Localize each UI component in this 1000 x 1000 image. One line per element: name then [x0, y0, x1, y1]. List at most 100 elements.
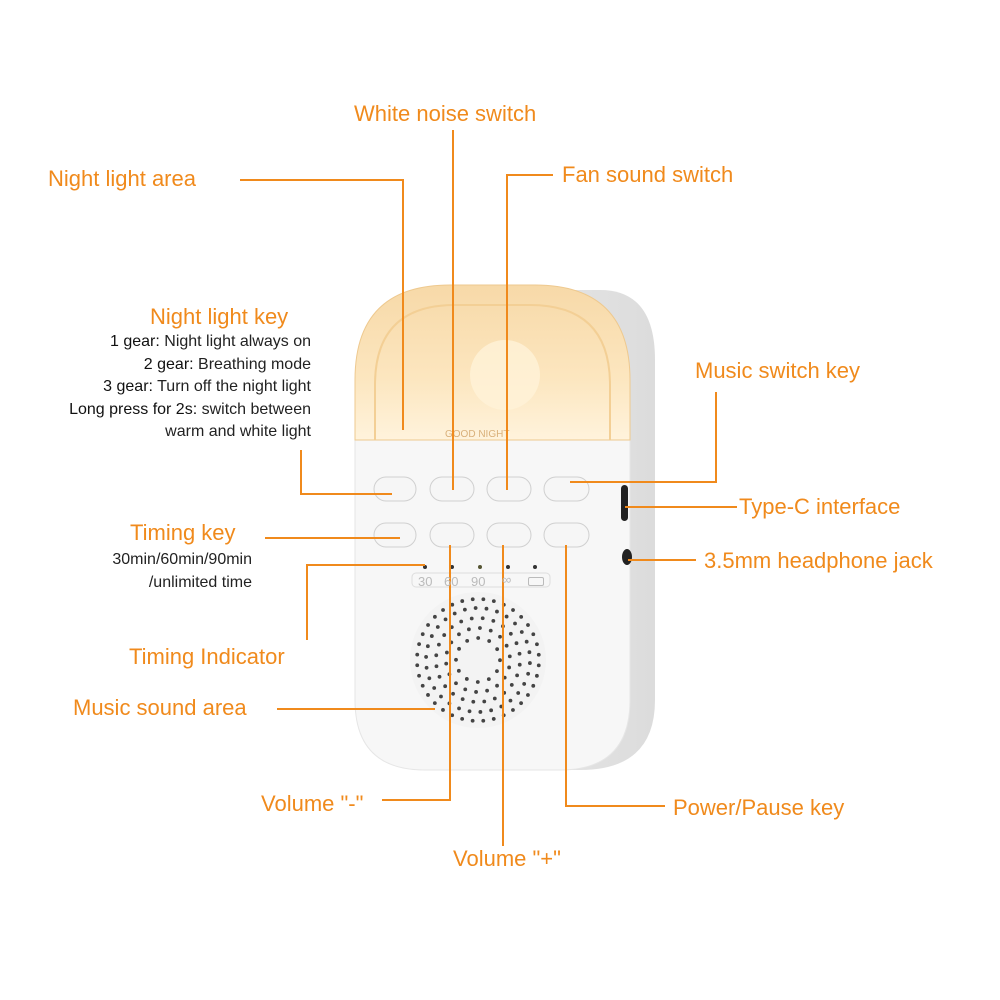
speaker-hole [478, 626, 482, 630]
speaker-hole [441, 608, 445, 612]
speaker-hole [498, 634, 502, 639]
speaker-hole [513, 621, 517, 626]
speaker-hole [460, 697, 465, 701]
speaker-hole [485, 688, 490, 693]
speaker-hole [480, 616, 485, 621]
label-night-light-area: Night light area [48, 166, 196, 191]
speaker-hole [507, 665, 512, 670]
speaker-hole [488, 628, 493, 633]
night-light-key[interactable] [373, 476, 417, 502]
speaker-hole [415, 652, 420, 657]
speaker-hole [471, 699, 476, 704]
dome-text: GOOD NIGHT [445, 429, 509, 440]
leader-lines [240, 130, 737, 846]
speaker-hole [509, 683, 514, 687]
speaker-hole [420, 632, 425, 637]
speaker-hole [442, 633, 447, 637]
line-fan-sound [506, 174, 553, 490]
speaker-hole [425, 644, 430, 649]
speaker-hole [427, 676, 432, 681]
speaker-hole [451, 691, 455, 696]
speaker-hole [514, 641, 519, 646]
speaker-hole [435, 625, 440, 629]
timing-key[interactable] [373, 522, 417, 548]
speaker-hole [420, 683, 425, 688]
speaker-hole [515, 673, 519, 678]
volume-plus-key[interactable] [486, 522, 532, 548]
speaker-hole [457, 706, 461, 711]
fan-sound-key[interactable] [486, 476, 532, 502]
speaker-hole [467, 709, 472, 714]
speaker-hole [464, 677, 469, 681]
speaker-hole [481, 718, 486, 723]
speaker-hole [470, 718, 475, 723]
speaker-hole [424, 665, 429, 670]
speaker-hole [517, 651, 522, 656]
speaker-hole [417, 673, 421, 678]
speaker-hole [535, 642, 539, 647]
speaker-hole [519, 614, 524, 619]
speaker-hole [456, 668, 461, 673]
speaker-hole [491, 717, 496, 721]
label-timing-key: Timing key [130, 520, 236, 545]
power-pause-key[interactable] [543, 522, 590, 548]
speaker-hole [486, 677, 491, 682]
speaker-hole [527, 650, 532, 655]
timing-key-desc: 30min/60min/90min /unlimited time [112, 551, 252, 591]
speaker-hole [511, 708, 515, 712]
line-timing-indicator [306, 564, 425, 640]
line-volume-minus [382, 545, 451, 801]
speaker-hole [417, 642, 421, 647]
speaker-hole [473, 606, 478, 610]
speaker-hole [478, 710, 483, 714]
speaker-hole [469, 616, 474, 621]
speaker-hole [536, 652, 541, 657]
speaker-grille [410, 592, 546, 728]
speaker-hole [432, 614, 437, 619]
speaker-hole [508, 698, 513, 703]
speaker-hole [524, 639, 529, 644]
speaker-hole [495, 669, 499, 674]
label-white-noise: White noise switch [354, 101, 537, 126]
speaker-hole [450, 713, 455, 718]
speaker-hole [429, 634, 434, 638]
speaker-hole [466, 627, 471, 632]
speaker-hole [495, 683, 499, 688]
speaker-hole [531, 683, 536, 688]
speaker-hole [495, 647, 500, 652]
type-c-port [621, 485, 628, 521]
speaker-hole [487, 639, 492, 643]
line-night-light-area [240, 179, 404, 430]
music-switch-key[interactable] [543, 476, 590, 502]
line-night-light-key [300, 450, 392, 495]
indicator-90: 90 [471, 574, 486, 589]
speaker-hole [536, 663, 541, 668]
volume-minus-key[interactable] [429, 522, 475, 548]
speaker-hole [508, 631, 513, 636]
speaker-hole [504, 614, 509, 619]
speaker-hole [526, 693, 530, 697]
speaker-hole [443, 617, 448, 622]
label-music-sound-area: Music sound area [73, 695, 247, 720]
speaker-hole [426, 693, 430, 697]
speaker-hole [489, 708, 494, 713]
speaker-hole [511, 608, 515, 612]
speaker-hole [450, 602, 455, 607]
label-volume-plus: Volume "+" [453, 846, 561, 871]
speaker-hole [492, 696, 497, 701]
speaker-hole [495, 609, 499, 614]
speaker-hole [426, 623, 430, 627]
indicator-unlimited: ∞ [502, 572, 512, 587]
speaker-hole [519, 701, 524, 706]
headphone-jack [622, 549, 632, 565]
speaker-hole [439, 694, 443, 699]
label-fan-sound: Fan sound switch [562, 162, 734, 187]
indicator-30: 30 [418, 574, 433, 589]
label-volume-minus: Volume "-" [261, 791, 364, 816]
label-night-light-key: Night light key [150, 304, 289, 329]
speaker-hole [475, 680, 480, 684]
speaker-hole [459, 619, 464, 624]
speaker-hole [476, 636, 481, 640]
speaker-hole [444, 650, 449, 655]
